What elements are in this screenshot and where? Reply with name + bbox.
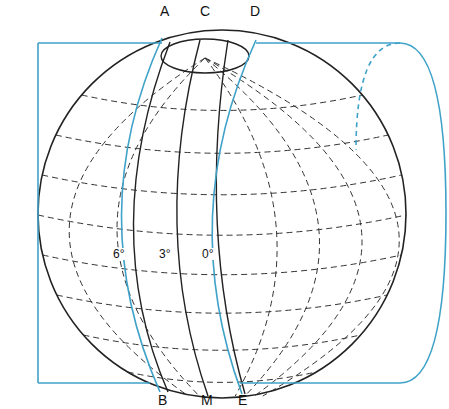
graticule-line xyxy=(82,95,363,110)
polar-cap xyxy=(161,39,249,73)
graticule-line xyxy=(205,58,320,396)
graticule-line xyxy=(57,295,387,313)
point-label: C xyxy=(200,4,210,18)
graticule-line xyxy=(83,335,360,350)
meridian-label: 0° xyxy=(201,248,214,260)
meridian-label: 3° xyxy=(158,248,171,260)
graticule-line xyxy=(205,58,362,396)
graticule-line xyxy=(205,58,399,396)
graticule-line xyxy=(38,215,406,235)
graticule-line xyxy=(205,58,277,396)
graticule-line xyxy=(43,255,402,275)
globe-outline xyxy=(38,30,406,398)
graticule-line xyxy=(117,58,205,396)
meridians xyxy=(133,40,245,396)
point-label: E xyxy=(238,393,247,407)
point-label: M xyxy=(201,393,213,407)
point-label: A xyxy=(160,4,169,18)
cylinder xyxy=(38,38,446,394)
meridian-label: 6° xyxy=(112,248,125,260)
point-label: B xyxy=(158,393,167,407)
graticule-line xyxy=(42,175,402,195)
point-label: D xyxy=(250,4,260,18)
